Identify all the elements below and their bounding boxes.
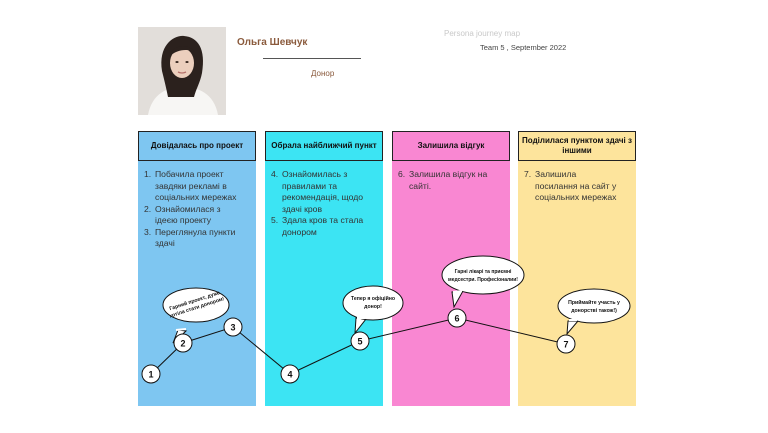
step-number-1: 1 <box>148 370 153 380</box>
stage-title-2: Обрала найближчий пункт <box>265 131 383 161</box>
persona-photo-image <box>138 27 226 115</box>
step-node-1: 1 <box>141 364 161 384</box>
stage-title-4: Поділилася пунктом здачі з іншими <box>518 131 636 161</box>
team-info: Team 5 , September 2022 <box>480 43 567 52</box>
step-node-6: 6 <box>447 308 467 328</box>
step-node-2: 2 <box>173 333 193 353</box>
step-node-3: 3 <box>223 317 243 337</box>
map-title: Persona journey map <box>444 29 521 38</box>
step-number-4: 4 <box>287 370 292 380</box>
bubble-3-line-2: медсестри. Професіоналии! <box>448 276 518 283</box>
step-number-3: 3 <box>230 323 235 333</box>
stage-title-1: Довідалась про проект <box>138 131 256 161</box>
stage-title-3: Залишила відгук <box>392 131 510 161</box>
step-number-2: 2 <box>180 339 185 349</box>
persona-role: Донор <box>311 69 335 78</box>
speech-bubble-1: Гарний проект, дуже хотіла стати донором… <box>162 287 230 344</box>
persona-photo <box>138 27 226 115</box>
step-node-7: 7 <box>556 334 576 354</box>
speech-bubble-2: Тепер я офіційно донор! <box>342 285 404 335</box>
stage-column-4: Поділилася пунктом здачі з іншими 7.Зали… <box>518 131 636 406</box>
stage-column-2: Обрала найближчий пункт 4.Ознайомилась з… <box>265 131 383 406</box>
bubble-4-line-2: донорстві також!) <box>571 308 617 314</box>
bubble-2-line-2: донор! <box>364 304 382 310</box>
bubble-3-line-1: Гарні лікарі та приємні <box>455 269 512 275</box>
name-divider <box>263 58 361 59</box>
bubble-2-line-1: Тепер я офіційно <box>351 295 395 302</box>
step-number-7: 7 <box>563 340 568 350</box>
step-node-5: 5 <box>350 331 370 351</box>
step-node-4: 4 <box>280 364 300 384</box>
step-number-6: 6 <box>454 314 459 324</box>
bubble-4-line-1: Приймайте участь у <box>568 299 620 306</box>
step-number-5: 5 <box>357 337 362 347</box>
persona-name: Ольга Шевчук <box>237 37 308 48</box>
speech-bubble-4: Приймайте участь у донорстві також!) <box>557 288 631 336</box>
speech-bubble-3: Гарні лікарі та приємні медсестри. Профе… <box>441 255 525 309</box>
